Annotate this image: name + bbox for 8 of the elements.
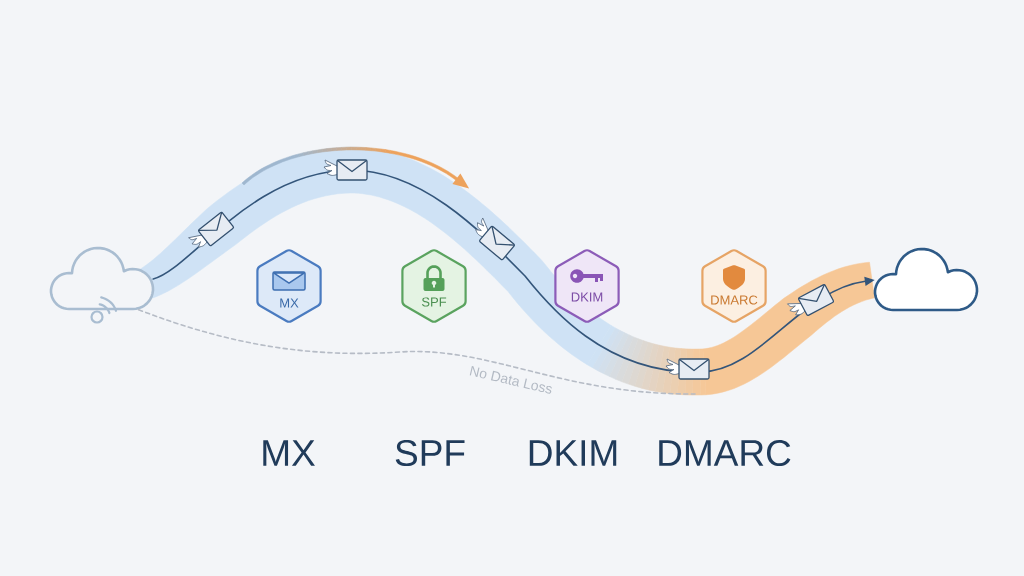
label: MX <box>263 440 315 466</box>
hexagon-badge: DKIM <box>554 249 620 323</box>
hexagon-badge: SPF <box>401 249 467 323</box>
label: SPF <box>395 439 465 467</box>
label: DKIM <box>529 440 617 466</box>
label: DMARC <box>659 439 791 467</box>
cloud <box>873 247 979 312</box>
edge-label: No Data Loss <box>467 364 555 396</box>
